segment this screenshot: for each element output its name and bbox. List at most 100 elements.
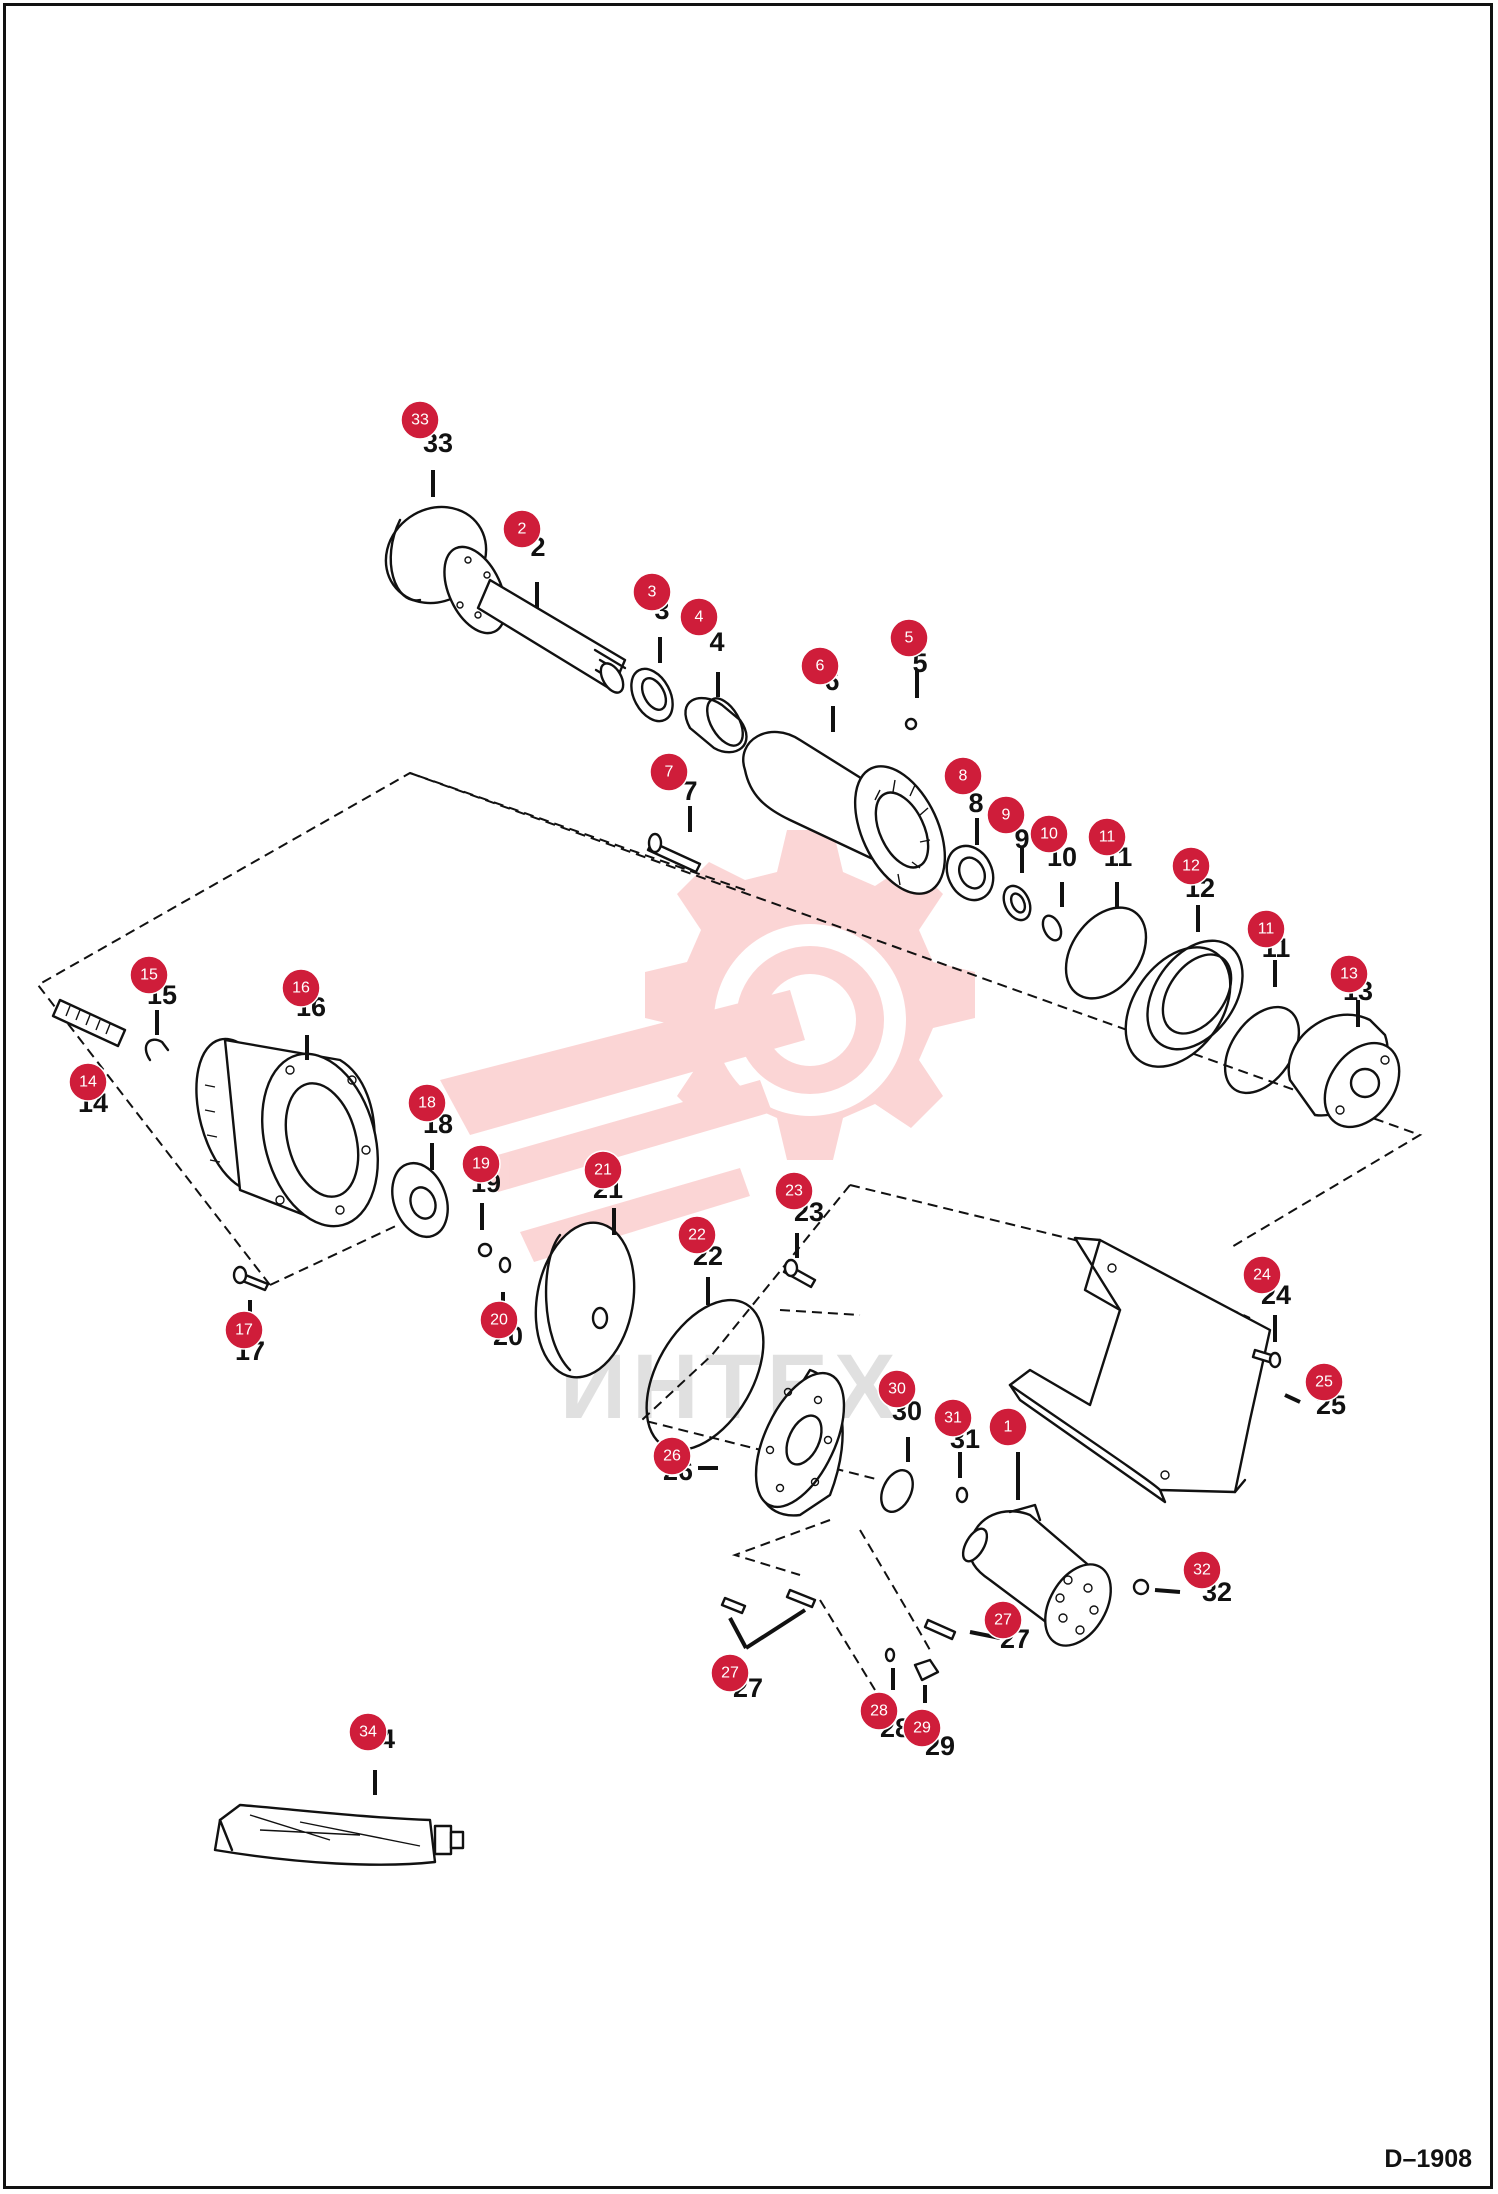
callout-27-right[interactable]: 27 bbox=[983, 1600, 1023, 1640]
svg-text:7: 7 bbox=[665, 764, 674, 781]
callout-16[interactable]: 16 bbox=[281, 968, 321, 1008]
part-23-bolt bbox=[782, 1258, 817, 1289]
part-21-brake-disc bbox=[534, 1221, 636, 1379]
part-14-shaft bbox=[51, 998, 127, 1048]
callout-23[interactable]: 23 bbox=[774, 1171, 814, 1211]
callout-25[interactable]: 25 bbox=[1304, 1362, 1344, 1402]
part-10-small-ring bbox=[1041, 914, 1063, 942]
part-12-ring-gear bbox=[1124, 939, 1244, 1068]
svg-text:2: 2 bbox=[518, 521, 527, 538]
callout-21[interactable]: 21 bbox=[583, 1150, 623, 1190]
callout-10[interactable]: 10 bbox=[1029, 814, 1069, 854]
callout-13[interactable]: 13 bbox=[1329, 954, 1369, 994]
callout-15[interactable]: 15 bbox=[129, 955, 169, 995]
part-3-seal bbox=[630, 667, 674, 723]
part-17-bolt bbox=[232, 1265, 270, 1292]
printed-number-7: 7 bbox=[682, 776, 697, 806]
callout-28[interactable]: 28 bbox=[859, 1691, 899, 1731]
svg-text:16: 16 bbox=[292, 980, 310, 997]
part-4-bearing bbox=[684, 696, 748, 754]
callout-24[interactable]: 24 bbox=[1242, 1255, 1282, 1295]
callout-8[interactable]: 8 bbox=[943, 756, 983, 796]
part-7-bolt bbox=[646, 832, 702, 874]
part-15-retaining-ring bbox=[144, 1038, 170, 1062]
callout-6[interactable]: 6 bbox=[800, 646, 840, 686]
svg-text:18: 18 bbox=[418, 1095, 436, 1112]
printed-number-9: 9 bbox=[1014, 824, 1029, 854]
callout-3[interactable]: 3 bbox=[632, 572, 672, 612]
svg-text:13: 13 bbox=[1340, 966, 1358, 983]
callout-19[interactable]: 19 bbox=[461, 1144, 501, 1184]
callout-26[interactable]: 26 bbox=[652, 1436, 692, 1476]
part-8-bearing bbox=[945, 844, 995, 902]
svg-text:1: 1 bbox=[1004, 1419, 1013, 1436]
svg-text:19: 19 bbox=[472, 1156, 490, 1173]
callout-34[interactable]: 34 bbox=[348, 1712, 388, 1752]
callout-1[interactable]: 1 bbox=[988, 1407, 1028, 1447]
svg-text:34: 34 bbox=[359, 1724, 377, 1741]
part-27-bolts bbox=[720, 1588, 957, 1641]
svg-text:12: 12 bbox=[1182, 858, 1200, 875]
callout-9[interactable]: 9 bbox=[986, 795, 1026, 835]
callout-4[interactable]: 4 bbox=[679, 597, 719, 637]
part-2-drive-shaft bbox=[443, 545, 627, 694]
part-32-nut bbox=[1132, 1578, 1150, 1596]
part-11-o-ring-lower bbox=[1223, 1005, 1301, 1095]
svg-text:21: 21 bbox=[594, 1162, 612, 1179]
svg-text:27: 27 bbox=[994, 1612, 1012, 1629]
part-16-housing bbox=[195, 1037, 380, 1228]
svg-text:17: 17 bbox=[235, 1322, 253, 1339]
svg-text:6: 6 bbox=[816, 658, 825, 675]
callout-20[interactable]: 20 bbox=[479, 1300, 519, 1340]
svg-text:29: 29 bbox=[913, 1720, 931, 1737]
svg-text:15: 15 bbox=[140, 967, 158, 984]
callout-badges: 33 2 3 4 6 5 7 8 9 10 11 12 11 13 15 16 … bbox=[68, 400, 1369, 1752]
svg-text:8: 8 bbox=[959, 768, 968, 785]
callout-29[interactable]: 29 bbox=[902, 1708, 942, 1748]
callout-27-left[interactable]: 27 bbox=[710, 1653, 750, 1693]
part-20-washer bbox=[498, 1256, 512, 1274]
svg-text:10: 10 bbox=[1040, 826, 1058, 843]
part-11-o-ring-upper bbox=[1064, 906, 1148, 1000]
part-28-washer bbox=[884, 1647, 896, 1663]
svg-text:23: 23 bbox=[785, 1183, 803, 1200]
page-frame bbox=[3, 3, 1493, 2189]
callout-2[interactable]: 2 bbox=[502, 509, 542, 549]
watermark-logo bbox=[440, 830, 975, 1262]
callout-22[interactable]: 22 bbox=[677, 1215, 717, 1255]
part-25-shield bbox=[1008, 1236, 1272, 1504]
printed-number-8: 8 bbox=[968, 788, 983, 818]
svg-text:32: 32 bbox=[1193, 1562, 1211, 1579]
part-19-nut bbox=[477, 1242, 493, 1258]
callout-5[interactable]: 5 bbox=[889, 618, 929, 658]
svg-text:3: 3 bbox=[648, 584, 657, 601]
callout-30[interactable]: 30 bbox=[877, 1369, 917, 1409]
part-9-ring bbox=[1002, 884, 1032, 922]
callout-12[interactable]: 12 bbox=[1171, 846, 1211, 886]
callout-32[interactable]: 32 bbox=[1182, 1550, 1222, 1590]
part-34-grease-tube bbox=[213, 1803, 465, 1866]
callout-18[interactable]: 18 bbox=[407, 1083, 447, 1123]
part-1-hydraulic-motor bbox=[961, 1503, 1112, 1647]
svg-text:30: 30 bbox=[888, 1381, 906, 1398]
callout-11-lower[interactable]: 11 bbox=[1246, 909, 1286, 949]
figure-code: D–1908 bbox=[1384, 2145, 1472, 2173]
callout-14[interactable]: 14 bbox=[68, 1062, 108, 1102]
part-24-bolt bbox=[1251, 1348, 1282, 1369]
callout-11-upper[interactable]: 11 bbox=[1087, 817, 1127, 857]
svg-text:9: 9 bbox=[1002, 807, 1011, 824]
part-30-o-ring bbox=[880, 1469, 914, 1513]
svg-text:24: 24 bbox=[1253, 1267, 1271, 1284]
svg-text:25: 25 bbox=[1315, 1374, 1333, 1391]
part-29-plug bbox=[913, 1658, 940, 1682]
svg-text:27: 27 bbox=[721, 1665, 739, 1682]
callout-7[interactable]: 7 bbox=[649, 752, 689, 792]
svg-text:28: 28 bbox=[870, 1703, 888, 1720]
callout-33[interactable]: 33 bbox=[400, 400, 440, 440]
callout-31[interactable]: 31 bbox=[933, 1398, 973, 1438]
part-5-fitting bbox=[904, 717, 918, 731]
svg-text:11: 11 bbox=[1258, 921, 1275, 938]
callout-17[interactable]: 17 bbox=[224, 1310, 264, 1350]
